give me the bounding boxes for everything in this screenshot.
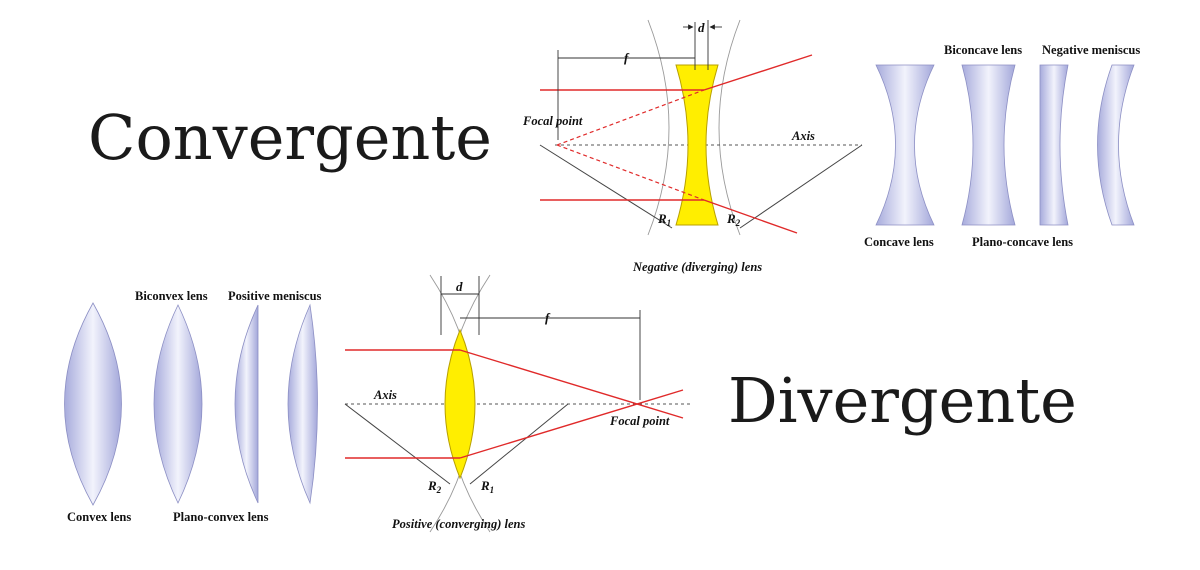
focal-point-label: Focal point bbox=[522, 114, 583, 128]
diverging-lens bbox=[675, 64, 719, 226]
dimension-f-label: f bbox=[545, 310, 551, 325]
r2-label: R2 bbox=[427, 478, 442, 495]
title-convergente: Convergente bbox=[88, 101, 492, 174]
negative-meniscus-lens-shape bbox=[1097, 64, 1135, 226]
negative-lens-caption: Negative (diverging) lens bbox=[632, 260, 762, 274]
r2-label: R2 bbox=[726, 211, 741, 228]
concave-lens-shape bbox=[875, 64, 935, 226]
convex-lens-shapes: Biconvex lens Positive meniscus Convex l… bbox=[64, 289, 322, 524]
outgoing-ray-bottom bbox=[703, 199, 798, 234]
axis-label: Axis bbox=[373, 388, 397, 402]
converging-lens bbox=[444, 328, 476, 480]
radius-line-r2 bbox=[739, 144, 863, 229]
concave-lens-label: Concave lens bbox=[864, 235, 934, 249]
dimension-d-label: d bbox=[698, 20, 705, 35]
outgoing-ray-top bbox=[703, 54, 813, 91]
curvature-arc-right bbox=[718, 19, 741, 236]
convex-lens-shape bbox=[64, 302, 122, 506]
biconcave-lens-shape bbox=[961, 64, 1016, 226]
positive-meniscus-label: Positive meniscus bbox=[228, 289, 322, 303]
plano-convex-lens-shape bbox=[234, 304, 259, 504]
plano-concave-lens-label: Plano-concave lens bbox=[972, 235, 1073, 249]
biconvex-lens-label: Biconvex lens bbox=[135, 289, 208, 303]
concave-lens-shapes: Biconcave lens Negative meniscus Concave… bbox=[864, 43, 1140, 249]
positive-meniscus-lens-shape bbox=[287, 303, 318, 505]
plano-concave-lens-shape bbox=[1039, 64, 1069, 226]
virtual-ray-bottom bbox=[556, 144, 705, 201]
plano-convex-lens-label: Plano-convex lens bbox=[173, 510, 269, 524]
title-divergente: Divergente bbox=[728, 364, 1077, 437]
negative-meniscus-label: Negative meniscus bbox=[1042, 43, 1140, 57]
refracted-ray-top bbox=[459, 349, 684, 419]
dimension-d-label: d bbox=[456, 279, 463, 294]
radius-line-r1 bbox=[469, 403, 569, 485]
dimension-f-label: f bbox=[624, 50, 630, 65]
radius-line-r1 bbox=[539, 144, 673, 229]
biconcave-lens-label: Biconcave lens bbox=[944, 43, 1022, 57]
axis-label: Axis bbox=[791, 129, 815, 143]
curvature-arc-left bbox=[647, 19, 670, 236]
convex-lens-label: Convex lens bbox=[67, 510, 131, 524]
biconvex-lens-shape bbox=[153, 304, 203, 504]
virtual-ray-top bbox=[556, 89, 705, 146]
focal-point-label: Focal point bbox=[609, 414, 670, 428]
negative-lens-diagram: f d Focal point Axis R1 R2 Negative (div… bbox=[522, 19, 863, 274]
positive-lens-caption: Positive (converging) lens bbox=[392, 517, 525, 531]
r1-label: R1 bbox=[657, 211, 671, 228]
radius-line-r2 bbox=[344, 403, 451, 485]
refracted-ray-bottom bbox=[459, 389, 684, 459]
r1-label: R1 bbox=[480, 478, 494, 495]
positive-lens-diagram: d f Axis Focal point R2 R1 Positive (con… bbox=[344, 274, 690, 533]
